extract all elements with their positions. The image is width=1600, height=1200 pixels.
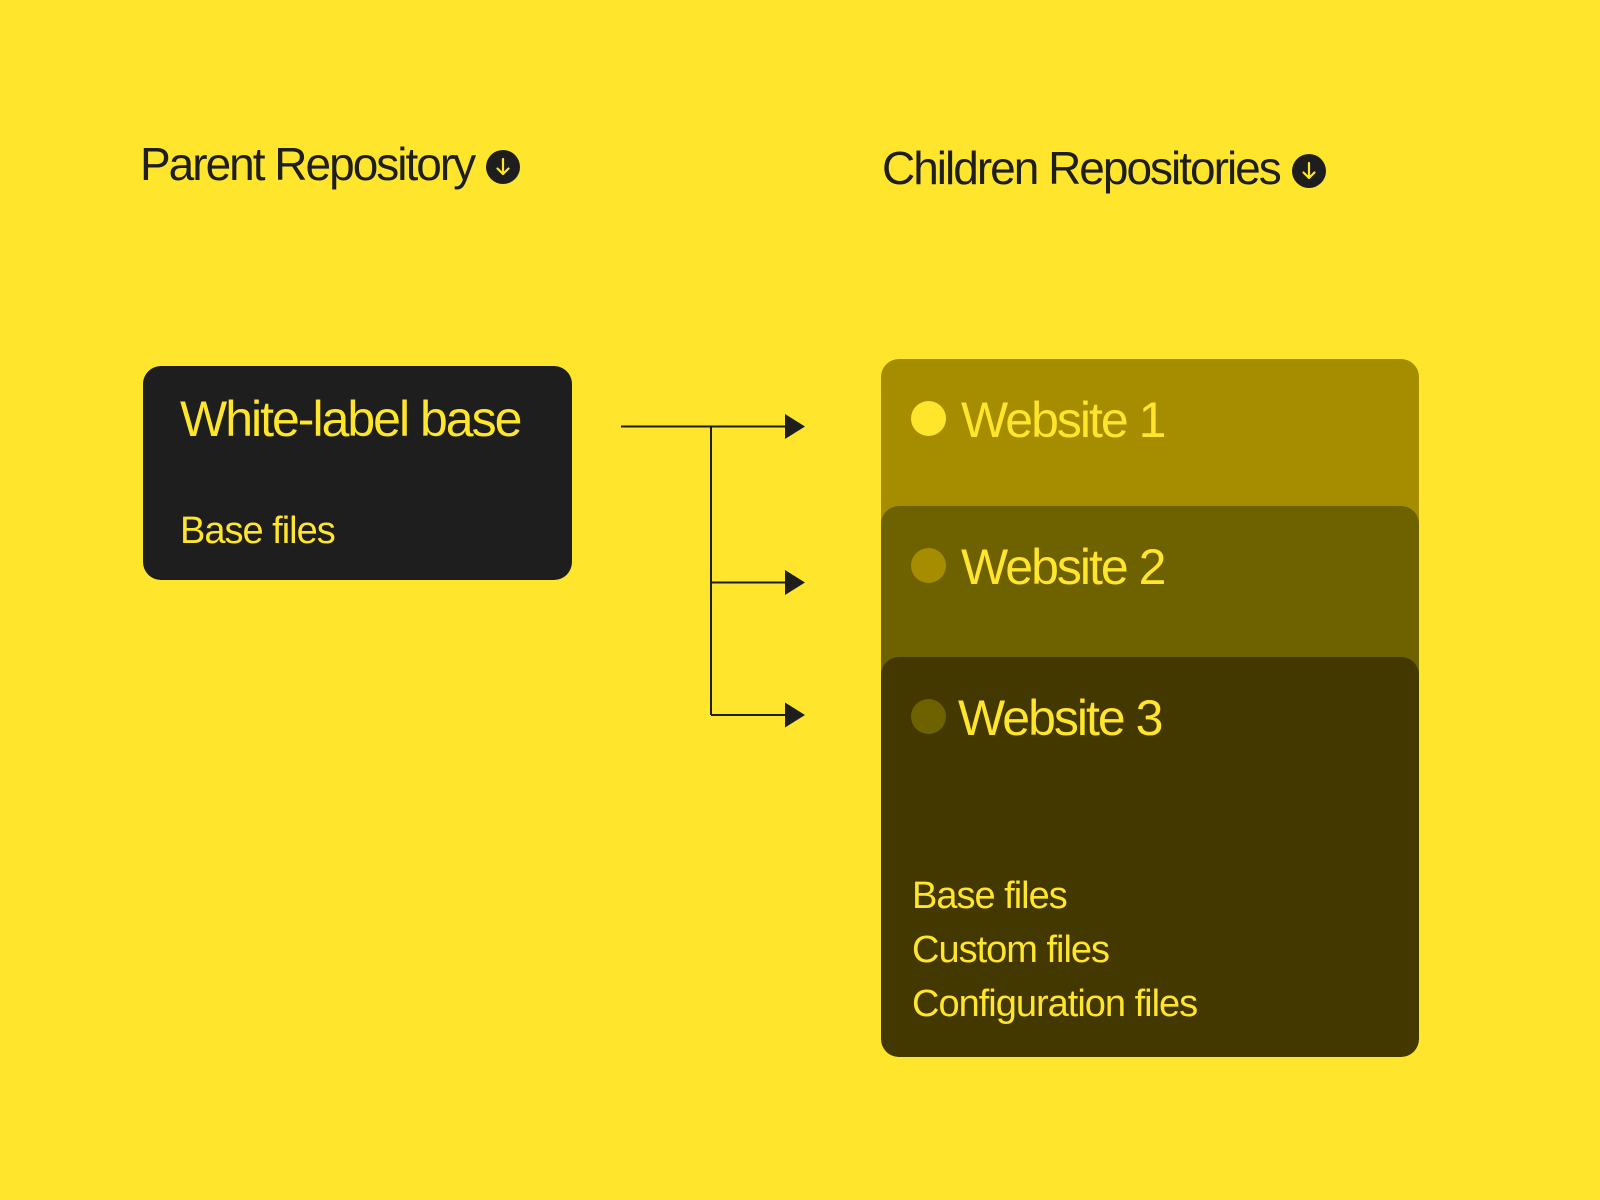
status-dot [911, 699, 946, 734]
child-card-title: Website 1 [961, 392, 1166, 448]
list-item: Configuration files [912, 983, 1198, 1025]
connector-arrows [621, 414, 805, 728]
child-card-title: Website 3 [958, 690, 1163, 746]
arrowhead-website-2 [785, 570, 805, 595]
status-dot [911, 401, 946, 436]
parent-card-title: White-label base [180, 391, 522, 447]
arrow-down-circle-icon [486, 150, 521, 184]
list-item: Base files [912, 875, 1068, 917]
parent-repository-heading-text: Parent Repository [140, 138, 476, 190]
child-card-title: Website 2 [961, 539, 1166, 595]
status-dot [911, 548, 946, 583]
child-file-list: Base files Custom files Configuration fi… [912, 869, 1198, 1031]
children-repositories-heading-text: Children Repositories [882, 142, 1282, 194]
parent-repository-card: White-label base Base files [143, 366, 572, 580]
arrowhead-website-3 [785, 702, 805, 728]
parent-card-subtitle: Base files [180, 510, 336, 552]
child-repository-card-website-3: Website 3 Base files Custom files Config… [881, 657, 1419, 1057]
children-repositories-heading: Children Repositories [882, 145, 1326, 191]
arrowhead-website-1 [785, 414, 805, 439]
arrow-down-circle-icon [1291, 154, 1326, 188]
list-item: Custom files [912, 929, 1110, 971]
parent-repository-heading: Parent Repository [140, 138, 521, 190]
